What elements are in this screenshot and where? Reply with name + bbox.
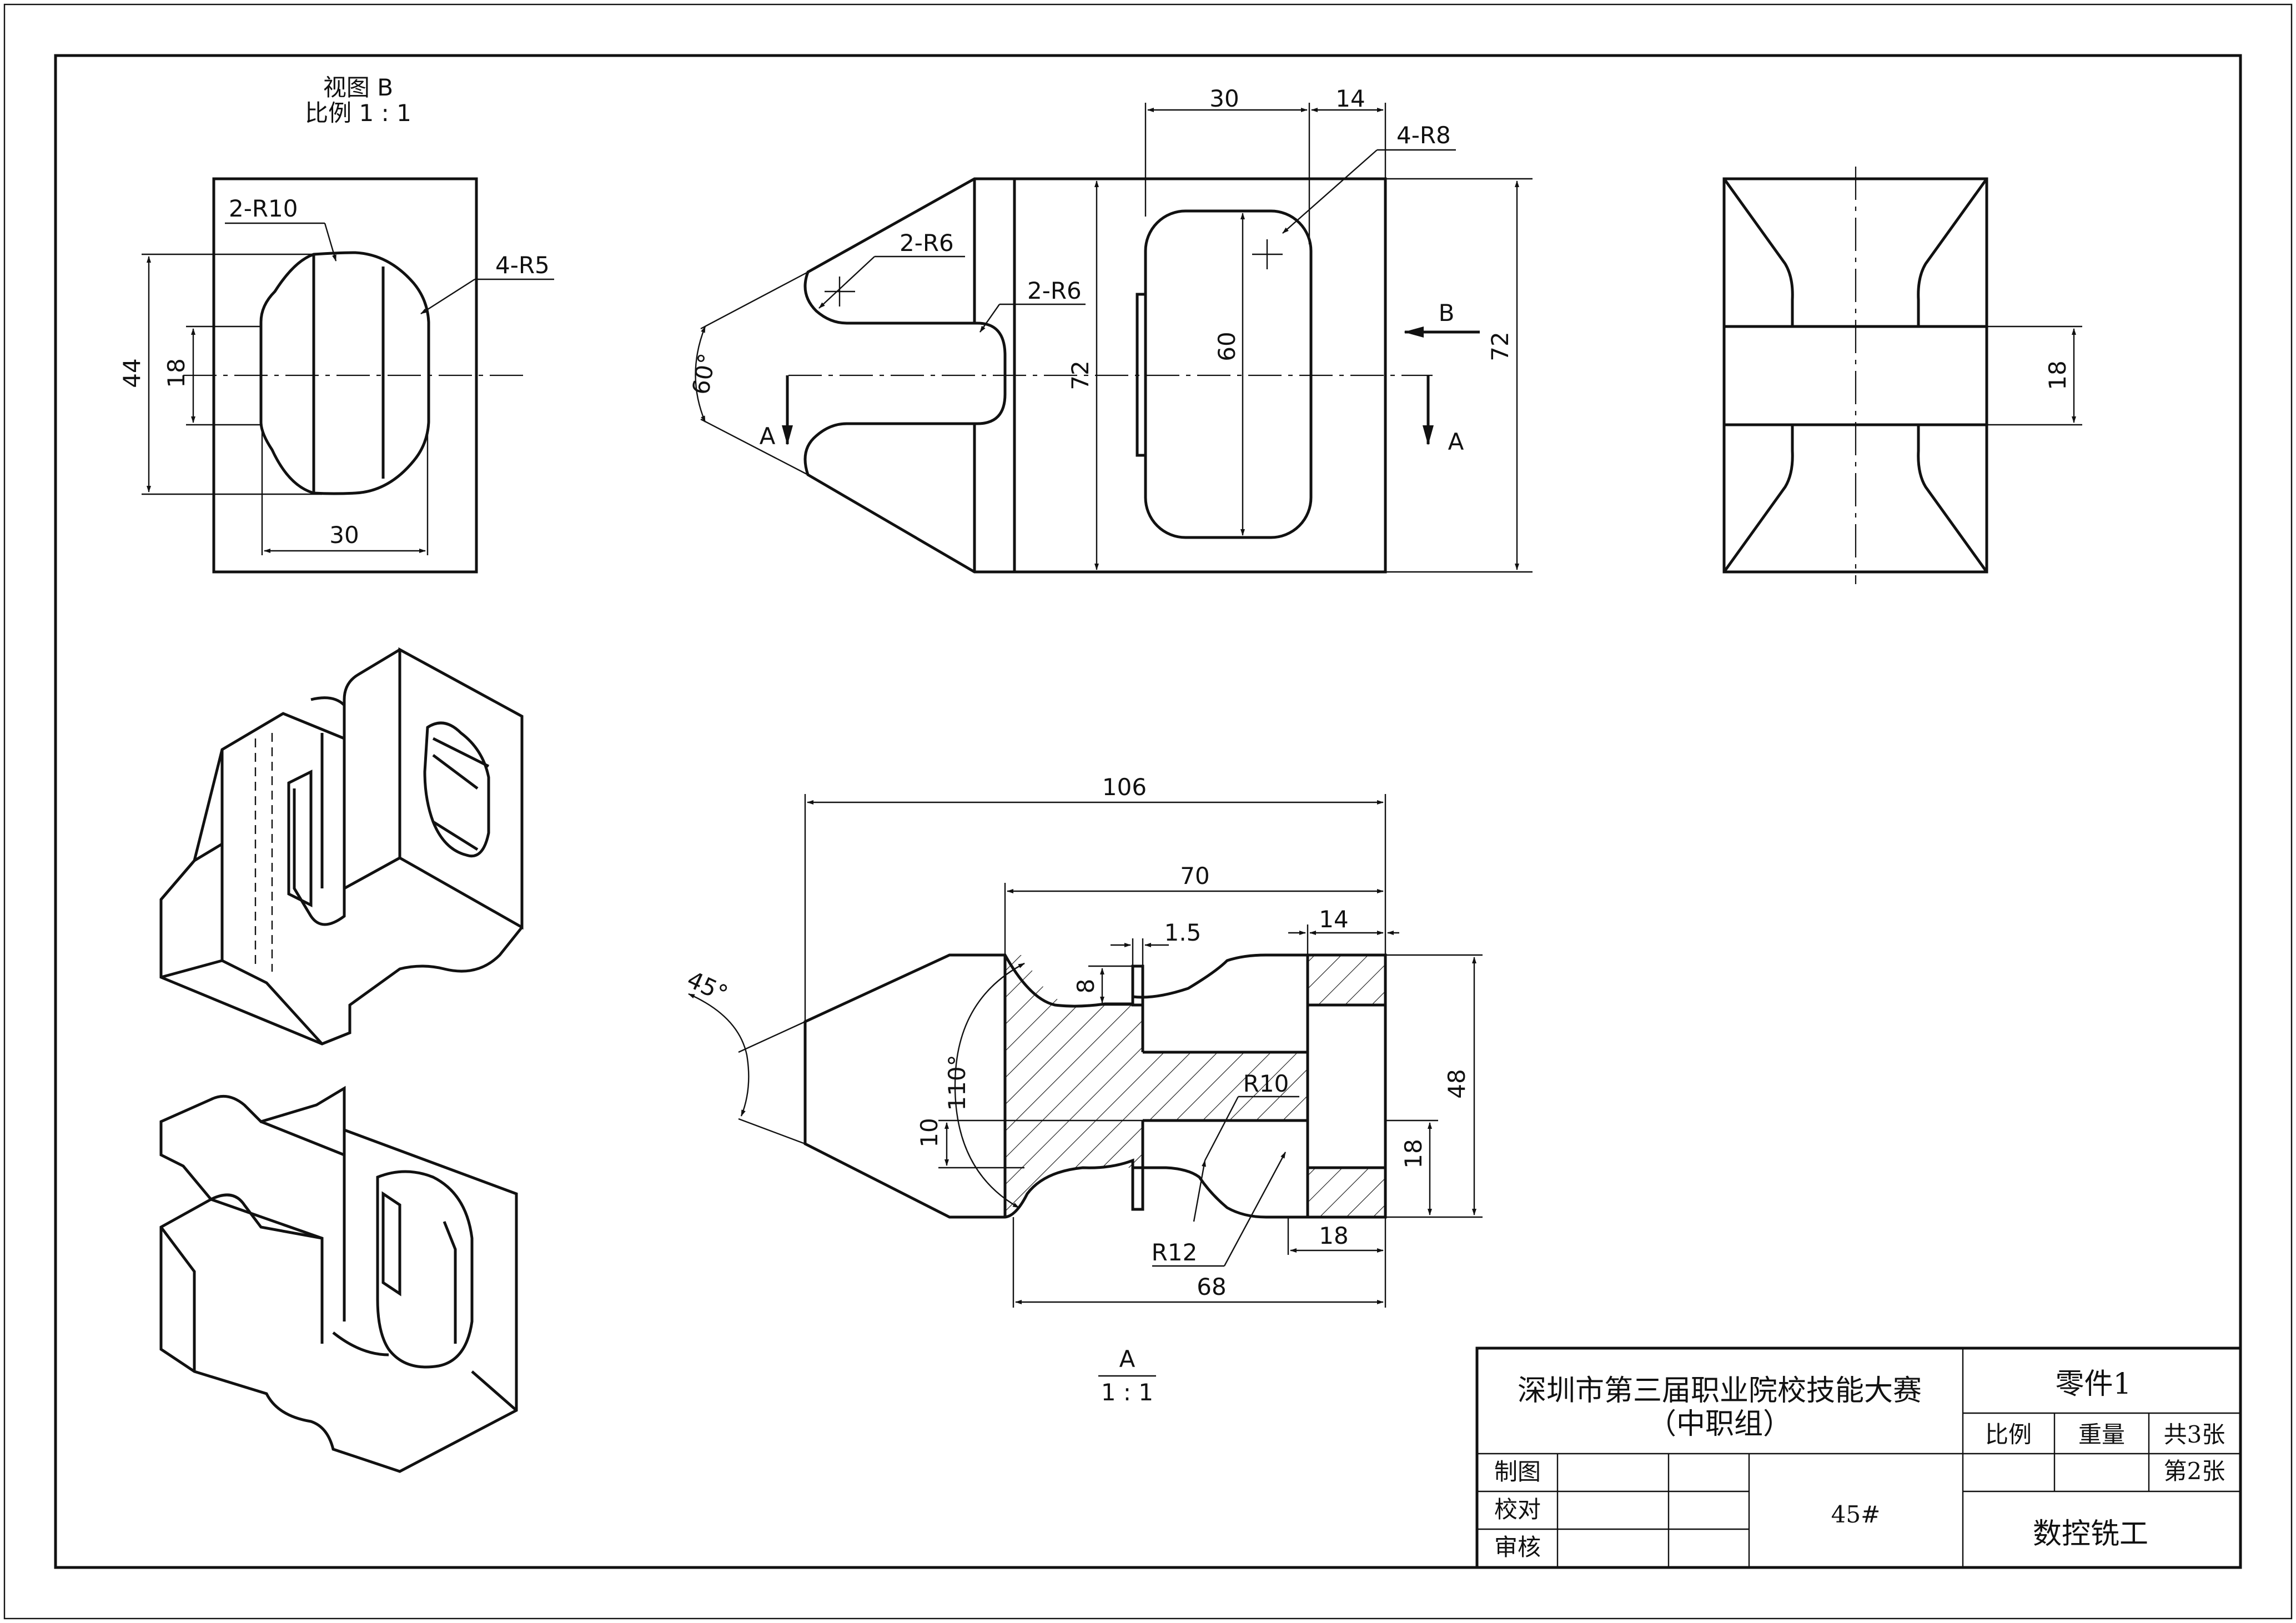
view-b-scale: 比例 1 : 1 [305,99,411,127]
tb-total-sheets: 共3张 [2164,1421,2225,1448]
dim-110-degree: 110° [943,1054,971,1111]
leader-line [420,278,475,315]
dim-18-vertical: 18 [1400,1139,1427,1168]
side-view: 18 [1722,167,2082,584]
dim-60-degree: 60° [687,351,721,397]
section-a-scale: 1 : 1 [1101,1379,1153,1406]
tb-weight-label: 重量 [2078,1421,2125,1448]
dim-10: 10 [916,1118,943,1147]
dim-2-r6-lower: 2-R6 [1027,277,1082,304]
view-b: 视图 B 比例 1 : 1 44 18 30 2-R10 4-R5 [118,74,554,574]
dim-arc-110 [954,962,1025,1209]
dim-extension [738,1021,806,1053]
side-view-chamfer [1722,178,1794,326]
front-view: 30 14 4-R8 2-R6 2-R6 60° 72 60 72 A A [687,85,1533,574]
dim-70: 70 [1180,862,1209,890]
tb-drawn-label: 制图 [1494,1458,1541,1485]
section-rib [1131,1166,1144,1211]
tb-material: 45# [1831,1501,1881,1528]
section-rib [1131,964,1144,1007]
isometric-view-top [159,647,524,1046]
dim-106: 106 [1102,773,1147,801]
dim-68: 68 [1197,1273,1226,1300]
section-hatch-flange [1308,955,1385,1217]
dim-extension [738,1118,806,1145]
dim-18: 18 [163,358,190,388]
tb-sheet-no: 第2张 [2164,1458,2225,1485]
section-a-view: 106 70 1.5 14 8 45° 110° 10 [683,773,1483,1406]
view-b-title: 视图 B [323,74,393,101]
side-view-chamfer [1722,425,1794,573]
dim-14: 14 [1319,906,1348,933]
leader-line [1193,1160,1206,1222]
tb-checked-label: 校对 [1494,1496,1541,1523]
tb-part-name: 零件1 [2055,1368,2131,1401]
front-view-outline [803,177,1387,574]
dim-44: 44 [118,358,145,388]
dim-extension [700,418,808,476]
view-b-pocket [259,251,430,495]
view-arrow-b-label: B [1439,299,1455,326]
side-view-chamfer [1917,425,1988,573]
section-label-right: A [1448,428,1464,455]
leader-line [324,223,337,262]
dim-72-outer: 72 [1486,331,1514,361]
tb-process: 数控铣工 [2033,1518,2148,1551]
sheet-border [3,3,2293,1620]
dim-arc-60 [695,326,706,423]
dim-45-degree: 45° [683,966,732,1008]
side-view-chamfer [1917,178,1988,326]
tb-competition-line2: （中职组） [1647,1408,1792,1441]
dim-18-horizontal: 18 [1319,1222,1348,1249]
leader-line [1223,1152,1287,1267]
dim-2-r6-upper: 2-R6 [900,229,954,257]
title-block: 深圳市第三届职业院校技能大赛 （中职组） 零件1 比例 重量 共3张 第2张 制… [1475,1346,2242,1569]
tb-competition-line1: 深圳市第三届职业院校技能大赛 [1518,1374,1922,1408]
tb-approved-label: 审核 [1494,1534,1541,1561]
section-outline [803,953,1387,1219]
leader-line [979,304,1000,333]
dim-30: 30 [329,521,359,549]
dim-arc-45 [688,993,750,1117]
dim-extension [700,271,808,330]
dim-1-5: 1.5 [1164,919,1202,946]
title-block-frame [1475,1346,2242,1569]
dim-30: 30 [1209,85,1239,112]
leader-line [818,256,875,309]
front-view-pocket [1144,209,1313,539]
dim-r12: R12 [1152,1239,1198,1266]
section-hatch-body [1005,955,1308,1217]
leader-line [1282,149,1378,234]
dim-2-r10: 2-R10 [229,195,298,222]
dim-72-inner: 72 [1067,360,1094,390]
isometric-view-bottom [159,1086,518,1473]
dim-8: 8 [1072,979,1099,994]
dim-60: 60 [1213,331,1240,361]
tb-scale-label: 比例 [1985,1421,2032,1448]
dim-14: 14 [1335,85,1365,112]
leader-line [1204,1096,1239,1161]
dim-4-r8: 4-R8 [1396,122,1451,149]
section-a-label: A [1119,1345,1136,1373]
dim-r10: R10 [1243,1070,1289,1097]
frame-border [54,54,2242,1569]
dim-4-r5: 4-R5 [495,252,550,279]
section-label-left: A [760,423,776,450]
dim-18: 18 [2044,360,2071,390]
dim-48: 48 [1443,1069,1470,1098]
